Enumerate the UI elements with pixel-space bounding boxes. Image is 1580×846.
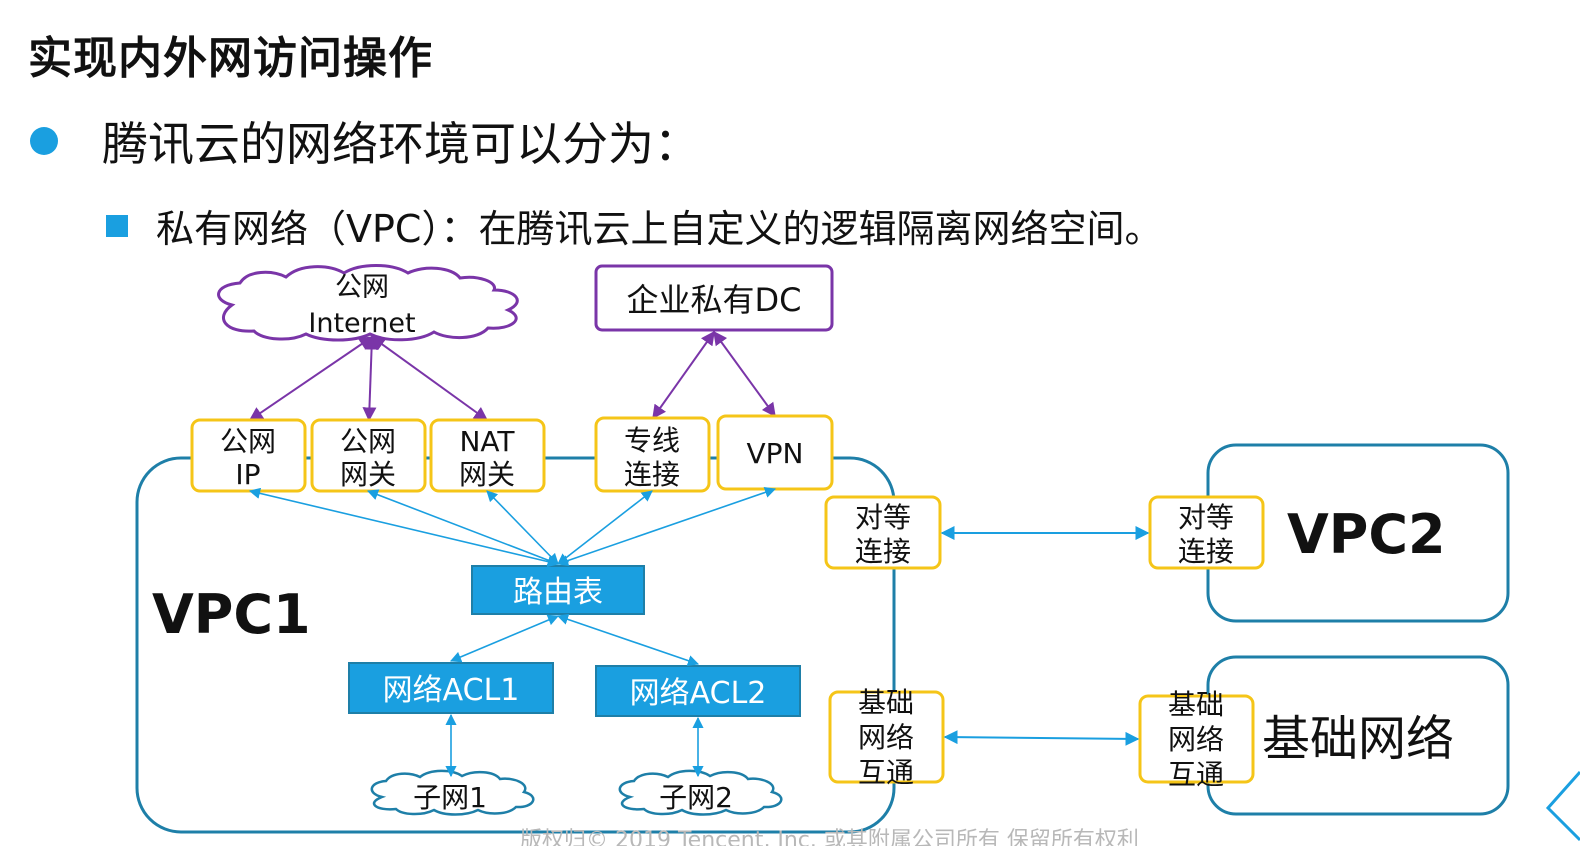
peering-vpc1-node: 对等 连接 [824,495,942,570]
peering-vpc2-line-1: 对等 [1178,501,1234,534]
enterprise-dc-label: 企业私有DC [627,281,802,319]
subnet2-label: 子网2 [659,781,733,814]
internet-cloud-line-2: Internet [308,308,415,339]
nat-gateway-line-2: 网关 [459,458,515,491]
peering-vpc2-line-2: 连接 [1178,535,1234,568]
bullet-level-1: 腾讯云的网络环境可以分为： [30,108,700,174]
internet-to-public-gateway [362,335,379,422]
direct-connect-line-1: 专线 [624,424,680,457]
nat-gateway-line-1: NAT [459,425,515,458]
vpc2-label: VPC2 [1287,503,1446,566]
classic-link-basic-node: 基础 网络 互通 [1138,688,1255,791]
acl2-box [595,665,801,717]
internet-cloud: 公网 Internet [217,264,519,342]
dc-to-direct-connect [652,330,715,420]
public-ip-line-1: 公网 [220,425,276,458]
route-to-public-ip [248,487,560,568]
route-to-direct-connect [557,490,653,565]
public-gateway-line-1: 公网 [340,425,396,458]
peering-vpc1-line-2: 连接 [855,535,911,568]
classic-link-vpc1-node: 基础 网络 互通 [828,686,945,789]
route-to-acl1 [449,614,560,663]
route-to-acl2 [556,613,700,667]
route-to-vpn [556,486,777,567]
route-table-label: 路由表 [513,575,603,610]
bullet-square-icon [106,214,128,237]
nat-gateway-node: NAT 网关 [429,418,546,493]
vpn-label: VPN [747,437,804,470]
route-to-nat-gateway [486,490,559,565]
direct-connect-line-2: 连接 [624,458,680,491]
classic-link-vpc1-line-1: 基础 [858,686,914,719]
internet-to-nat-gateway [370,336,489,421]
acl1-label: 网络ACL1 [383,673,520,708]
slide-title: 实现内外网访问操作 [28,33,433,84]
acl1-box [348,662,554,714]
bullet-level-1-text: 腾讯云的网络环境可以分为： [102,117,700,171]
bullet-level-2: 私有网络（VPC）：在腾讯云上自定义的逻辑隔离网络空间。 [106,198,1162,253]
classic-link-basic-line-1: 基础 [1168,688,1224,721]
classic-link-vpc1-line-2: 网络 [858,721,914,754]
public-ip-line-2: IP [235,458,260,491]
internet-cloud-line-1: 公网 [335,272,389,303]
bullet-dot-icon [30,127,58,155]
peering-vpc1-line-1: 对等 [855,501,911,534]
subnet1-label: 子网1 [413,781,487,814]
classic-link-basic-line-3: 互通 [1168,758,1224,791]
direct-connect-node: 专线 连接 [594,416,711,493]
vpc1-label: VPC1 [152,583,311,646]
public-gateway-line-2: 网关 [340,458,396,491]
basic-network-label: 基础网络 [1262,711,1454,767]
route-to-public-gateway [366,489,560,566]
enterprise-dc-box [594,264,834,332]
internet-to-public-ip [248,336,374,421]
copyright-footer: 版权归© 2019 Tencent, Inc. 或其附属公司所有 保留所有权利 [520,828,1139,846]
peering-vpc2-node: 对等 连接 [1148,495,1265,570]
public-gateway-node: 公网 网关 [310,418,427,493]
subnet1-cloud: 子网1 [370,769,535,816]
classic-link [943,730,1140,746]
classic-link-basic-line-2: 网络 [1168,723,1224,756]
bullet-level-2-text: 私有网络（VPC）：在腾讯云上自定义的逻辑隔离网络空间。 [156,207,1163,251]
dc-to-vpn [713,330,776,418]
corner-decoration-icon [1545,771,1580,842]
vpn-node: VPN [716,414,834,491]
classic-link-vpc1-line-3: 互通 [858,756,914,789]
subnet2-cloud: 子网2 [618,769,783,816]
public-ip-node: 公网 IP [190,418,307,493]
acl2-label: 网络ACL2 [630,676,767,711]
